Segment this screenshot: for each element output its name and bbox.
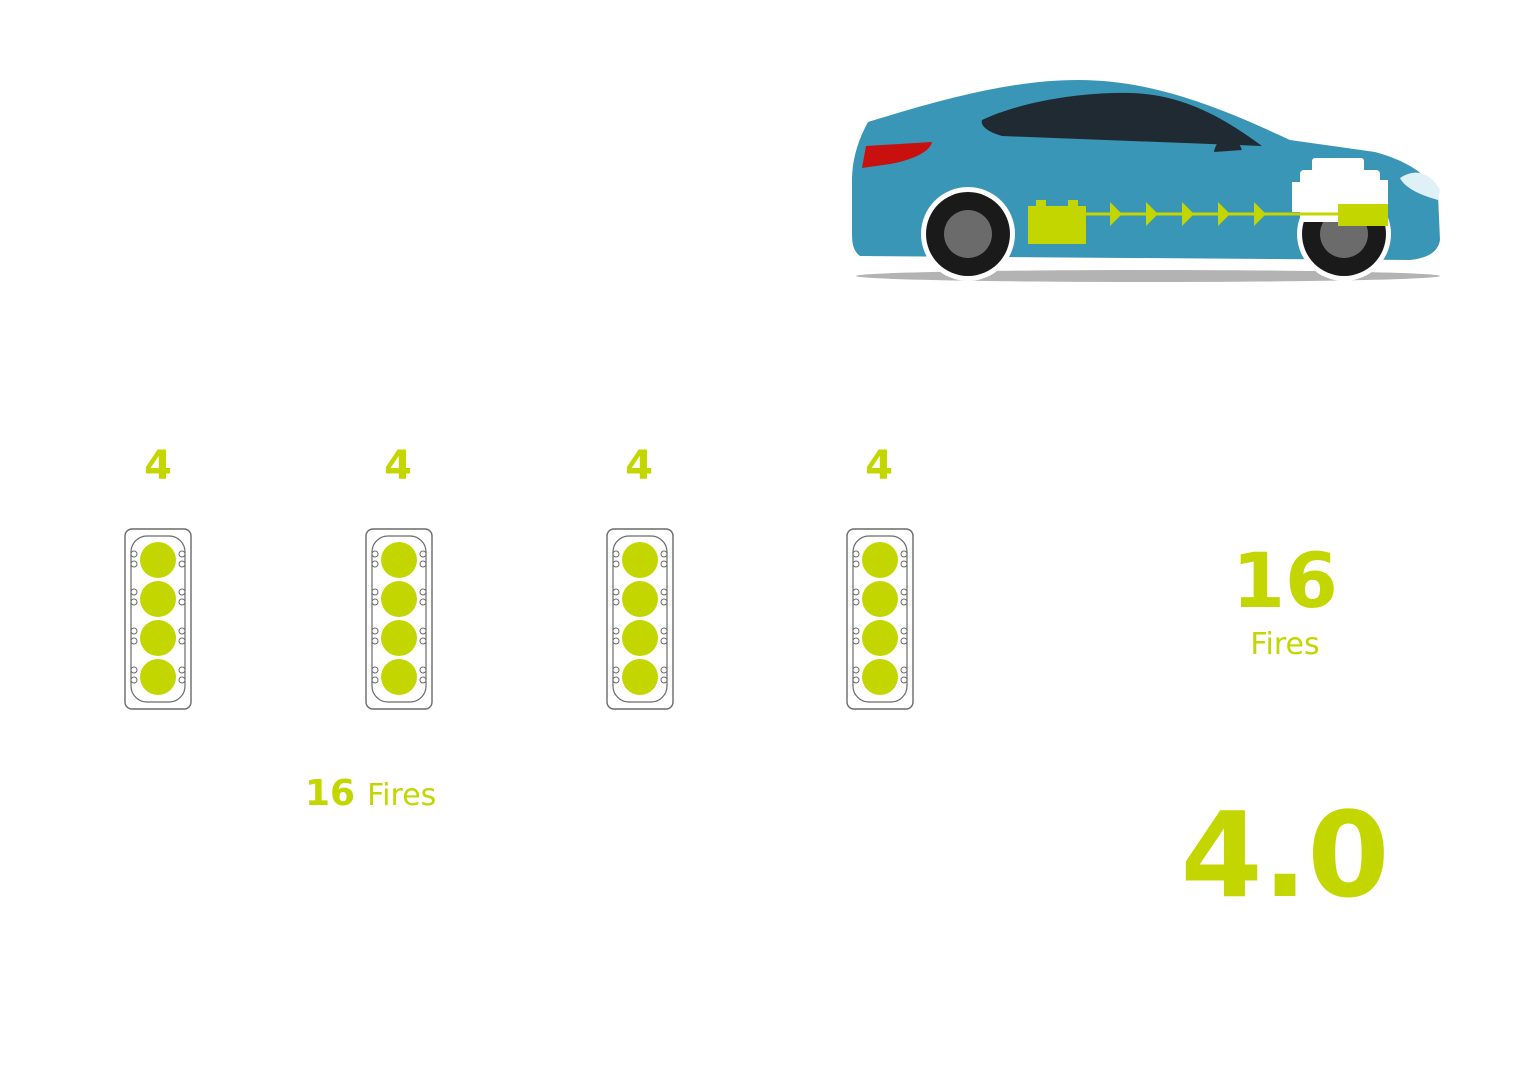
battery-icon	[1028, 200, 1086, 244]
car-mirror	[1214, 135, 1242, 152]
displacement-value: 4.0	[1180, 786, 1390, 924]
car-illustration	[852, 80, 1440, 282]
car-shadow	[856, 270, 1440, 282]
power-flow-arrows	[1110, 202, 1266, 226]
engine-block-icon	[124, 528, 192, 710]
total-fires-big: 16 Fires	[1185, 535, 1385, 663]
tail-light	[862, 142, 932, 168]
engine-1-cylinder-count: 4	[144, 443, 172, 489]
total-fires-inline-unit: Fires	[367, 778, 437, 813]
total-fires-inline-number: 16	[305, 773, 356, 814]
engine-4-cylinder-count: 4	[865, 443, 893, 489]
total-fires-big-number: 16	[1232, 536, 1338, 625]
engine-block-icon	[846, 528, 914, 710]
total-fires-big-unit: Fires	[1250, 627, 1320, 662]
car-window	[981, 92, 1262, 146]
engine-3-cylinder-count: 4	[625, 443, 653, 489]
headlight	[1400, 172, 1440, 200]
engine-block-icon	[365, 528, 433, 710]
total-fires-inline: 16 Fires	[305, 768, 436, 820]
engine-2-cylinder-count: 4	[384, 443, 412, 489]
motor-icon	[1338, 204, 1388, 226]
engine-block-icon	[606, 528, 674, 710]
rear-hub	[944, 210, 992, 258]
